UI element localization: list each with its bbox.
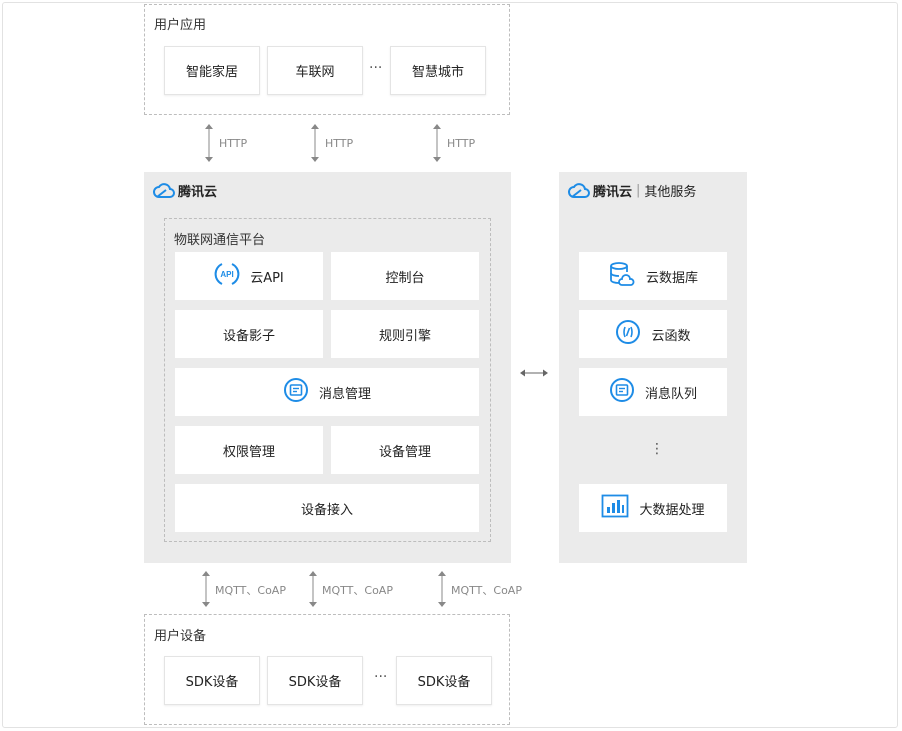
app-connected-car: 车联网 bbox=[267, 46, 363, 95]
mqtt-label-3: MQTT、CoAP bbox=[451, 584, 522, 597]
user-apps-group bbox=[144, 4, 510, 115]
mqtt-arrow-3 bbox=[438, 571, 446, 607]
app-smart-city: 智慧城市 bbox=[390, 46, 486, 95]
other-services-header: 腾讯云 | 其他服务 bbox=[568, 181, 696, 200]
user-devices-group bbox=[144, 614, 510, 725]
http-label-1: HTTP bbox=[219, 137, 248, 150]
iot-platform-title: 物联网通信平台 bbox=[174, 233, 266, 248]
cloud-logo-icon bbox=[568, 182, 590, 198]
cell-device-shadow: 设备影子 bbox=[175, 310, 323, 358]
devices-ellipsis: ··· bbox=[374, 669, 388, 685]
sdk-device-3: SDK设备 bbox=[396, 656, 492, 705]
big-data-label: 大数据处理 bbox=[639, 502, 705, 518]
sdk-device-2: SDK设备 bbox=[267, 656, 363, 705]
function-icon bbox=[615, 319, 641, 349]
cell-cloud-api: API 云API bbox=[175, 252, 323, 300]
message-icon bbox=[283, 377, 309, 407]
other-services-title: 其他服务 bbox=[644, 185, 697, 200]
service-message-queue: 消息队列 bbox=[579, 368, 727, 416]
mqtt-arrow-2 bbox=[309, 571, 317, 607]
user-apps-title: 用户应用 bbox=[154, 18, 207, 33]
cloud-api-label: 云API bbox=[250, 270, 284, 286]
cell-console: 控制台 bbox=[331, 252, 479, 300]
service-big-data: 大数据处理 bbox=[579, 484, 727, 532]
http-label-2: HTTP bbox=[325, 137, 354, 150]
app-smart-home: 智能家居 bbox=[164, 46, 260, 95]
message-mgmt-label: 消息管理 bbox=[318, 386, 371, 402]
service-cloud-function: 云函数 bbox=[579, 310, 727, 358]
mqtt-arrow-1 bbox=[202, 571, 210, 607]
sdk-device-1: SDK设备 bbox=[164, 656, 260, 705]
cell-device-access: 设备接入 bbox=[175, 484, 479, 532]
message-queue-label: 消息队列 bbox=[644, 386, 697, 402]
apps-ellipsis: ··· bbox=[369, 60, 383, 76]
tencent-cloud-brand: 腾讯云 bbox=[178, 185, 218, 200]
user-devices-title: 用户设备 bbox=[154, 629, 207, 644]
services-ellipsis: ⋮ bbox=[650, 441, 664, 457]
database-icon bbox=[608, 260, 636, 292]
http-label-3: HTTP bbox=[447, 137, 476, 150]
http-arrow-1 bbox=[205, 124, 213, 162]
iot-platform-group bbox=[164, 218, 491, 542]
mqtt-label-2: MQTT、CoAP bbox=[322, 584, 393, 597]
message-queue-icon bbox=[609, 377, 635, 407]
api-icon: API bbox=[214, 261, 240, 291]
tencent-cloud-logo: 腾讯云 bbox=[153, 181, 217, 200]
header-separator: | bbox=[636, 183, 641, 198]
cell-message-mgmt: 消息管理 bbox=[175, 368, 479, 416]
cell-permission-mgmt: 权限管理 bbox=[175, 426, 323, 474]
service-cloud-database: 云数据库 bbox=[579, 252, 727, 300]
cloud-database-label: 云数据库 bbox=[645, 270, 698, 286]
http-arrow-2 bbox=[311, 124, 319, 162]
api-badge-text: API bbox=[221, 270, 234, 279]
cloud-logo-icon bbox=[153, 182, 175, 198]
cloud-function-label: 云函数 bbox=[651, 328, 691, 344]
services-link-arrow bbox=[520, 369, 548, 377]
http-arrow-3 bbox=[433, 124, 441, 162]
mqtt-label-1: MQTT、CoAP bbox=[215, 584, 286, 597]
big-data-chart-icon bbox=[601, 494, 629, 522]
cell-rule-engine: 规则引擎 bbox=[331, 310, 479, 358]
other-services-brand: 腾讯云 bbox=[593, 185, 633, 200]
cell-device-mgmt: 设备管理 bbox=[331, 426, 479, 474]
